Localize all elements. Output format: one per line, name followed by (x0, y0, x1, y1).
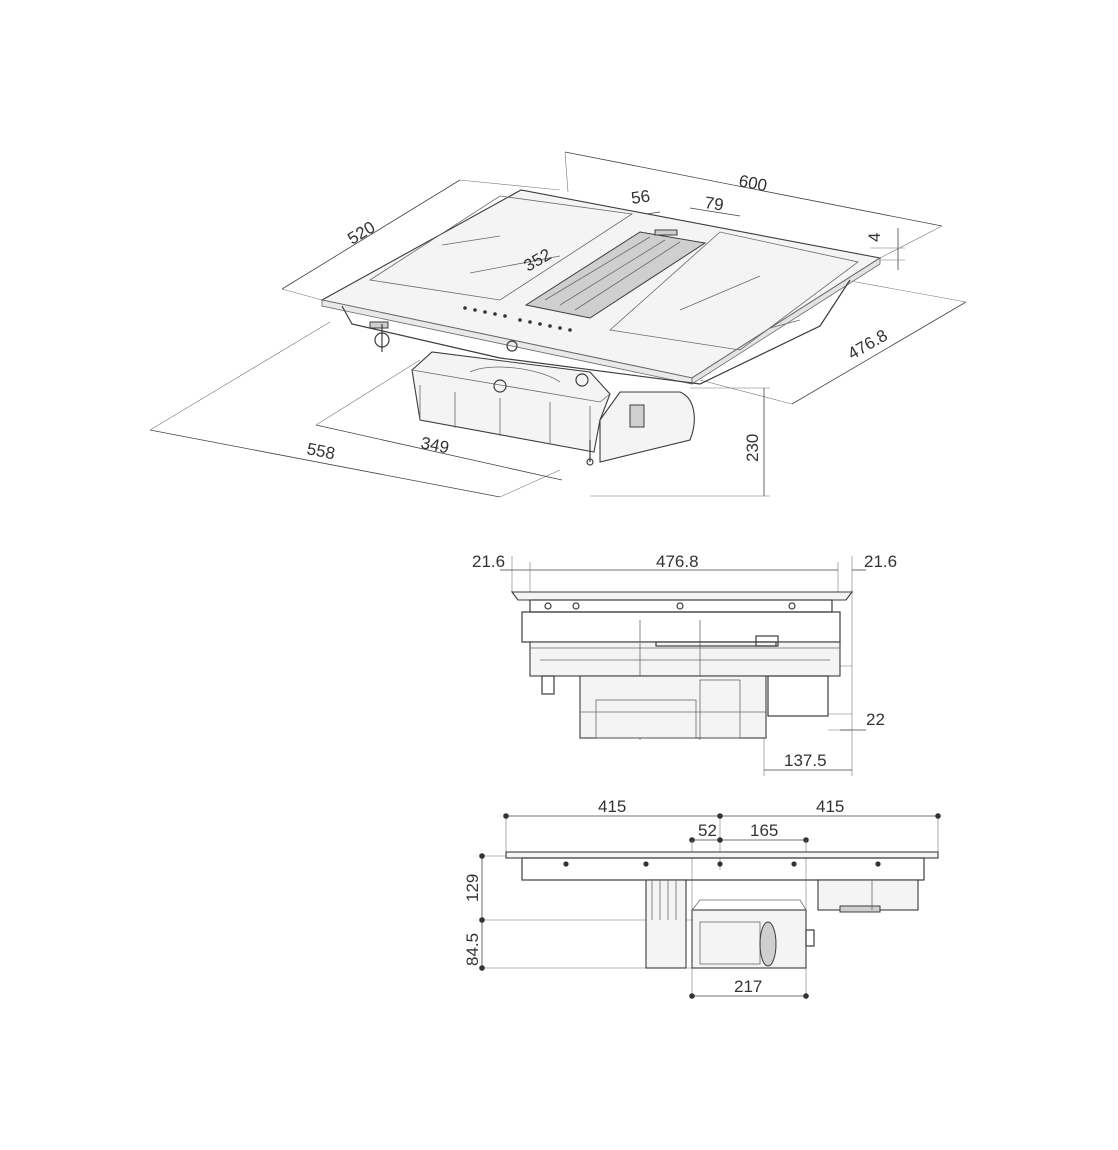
dim-label-217: 217 (734, 977, 762, 996)
dim-label-476-8-iso: 476.8 (845, 326, 891, 364)
dim-label-520: 520 (344, 218, 378, 249)
side-view: 415 415 52 165 129 84.5 217 (463, 797, 941, 999)
dim-label-21-6-left: 21.6 (472, 552, 505, 571)
front-view: 21.6 476.8 21.6 22 137.5 (472, 552, 897, 776)
dim-label-230: 230 (743, 434, 762, 462)
dim-label-415-left: 415 (598, 797, 626, 816)
dim-label-84-5: 84.5 (463, 933, 482, 966)
front-dimension-lines (500, 556, 866, 776)
dim-label-558: 558 (305, 439, 336, 463)
dim-label-52: 52 (698, 821, 717, 840)
dim-label-56: 56 (630, 187, 651, 208)
dim-label-21-6-right: 21.6 (864, 552, 897, 571)
dim-label-137-5: 137.5 (784, 751, 827, 770)
dim-label-165: 165 (750, 821, 778, 840)
dim-label-79: 79 (703, 193, 724, 214)
dim-label-129: 129 (463, 874, 482, 902)
dim-label-4: 4 (865, 233, 884, 242)
brand-logo-mark (654, 229, 678, 236)
dim-label-476-8-front: 476.8 (656, 552, 699, 571)
hob-underbody (341, 279, 851, 466)
touch-controls (463, 306, 572, 332)
dim-label-600: 600 (737, 171, 768, 195)
isometric-view: 600 520 56 79 352 4 476.8 558 349 230 (149, 151, 967, 498)
vent-grille (524, 231, 707, 319)
hob-glass-top (320, 189, 882, 385)
dim-label-22: 22 (866, 710, 885, 729)
dim-label-349: 349 (419, 433, 450, 457)
dim-label-415-right: 415 (816, 797, 844, 816)
